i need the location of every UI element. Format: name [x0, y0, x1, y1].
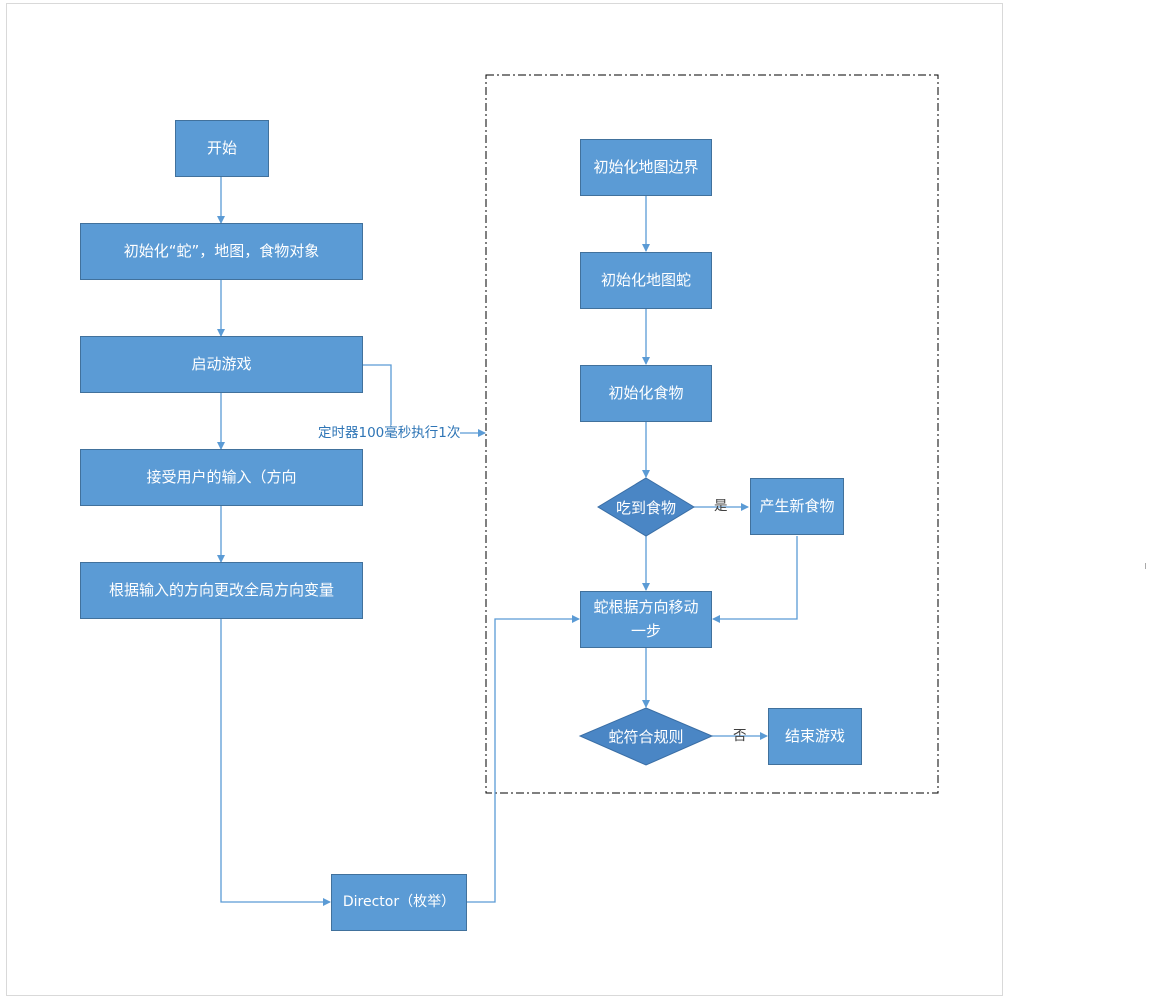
no-label: 否 — [733, 728, 747, 744]
init-food-box: 初始化食物 — [580, 365, 712, 422]
start-box: 开始 — [175, 120, 269, 177]
edge-tick-mark — [1145, 563, 1146, 569]
yes-label: 是 — [714, 498, 728, 514]
director-box: Director（枚举） — [331, 874, 467, 931]
start-game-box: 启动游戏 — [80, 336, 363, 393]
connector-director-to-move — [467, 615, 580, 903]
decision-rule-label: 蛇符合规则 — [608, 728, 684, 746]
loop-group-boundary — [485, 74, 939, 794]
accept-input-box: 接受用户的输入（方向 — [80, 449, 363, 506]
init-border-box: 初始化地图边界 — [580, 139, 712, 196]
connector-new-food-to-move — [712, 536, 798, 623]
decision-ate-food-label: 吃到食物 — [615, 498, 676, 517]
move-step-box: 蛇根据方向移动 一步 — [580, 591, 712, 648]
connector-timer — [363, 364, 486, 437]
change-direction-box: 根据输入的方向更改全局方向变量 — [80, 562, 363, 619]
decision-ate-food-shape — [597, 477, 695, 537]
connector-change-dir-to-director — [220, 619, 331, 906]
end-game-box: 结束游戏 — [768, 708, 862, 765]
decision-rule-shape — [578, 707, 714, 766]
timer-label: 定时器100毫秒执行1次 — [318, 425, 461, 441]
init-snake-box: 初始化地图蛇 — [580, 252, 712, 309]
init-objects-box: 初始化“蛇”，地图，食物对象 — [80, 223, 363, 280]
new-food-box: 产生新食物 — [750, 478, 844, 535]
